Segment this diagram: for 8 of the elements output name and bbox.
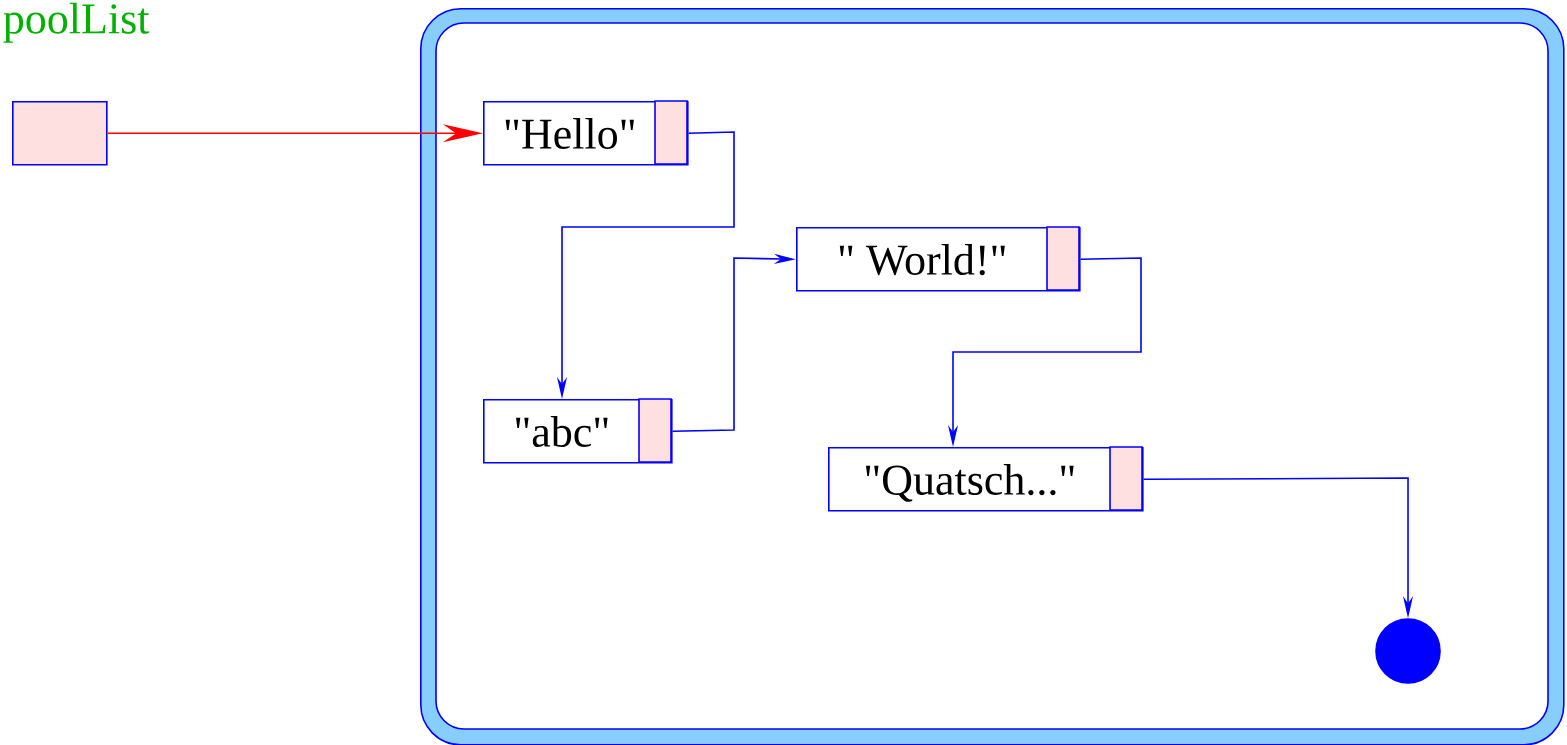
- list-cell: "abc": [483, 398, 673, 464]
- list-cell: " World!": [796, 226, 1081, 292]
- list-cell: "Hello": [483, 100, 689, 166]
- end-dot: [1375, 618, 1441, 684]
- variable-name: poolList: [3, 2, 150, 43]
- pointer-box: [12, 101, 108, 166]
- list-cell: "Quatsch...": [828, 446, 1144, 512]
- heap-frame: [420, 8, 1565, 745]
